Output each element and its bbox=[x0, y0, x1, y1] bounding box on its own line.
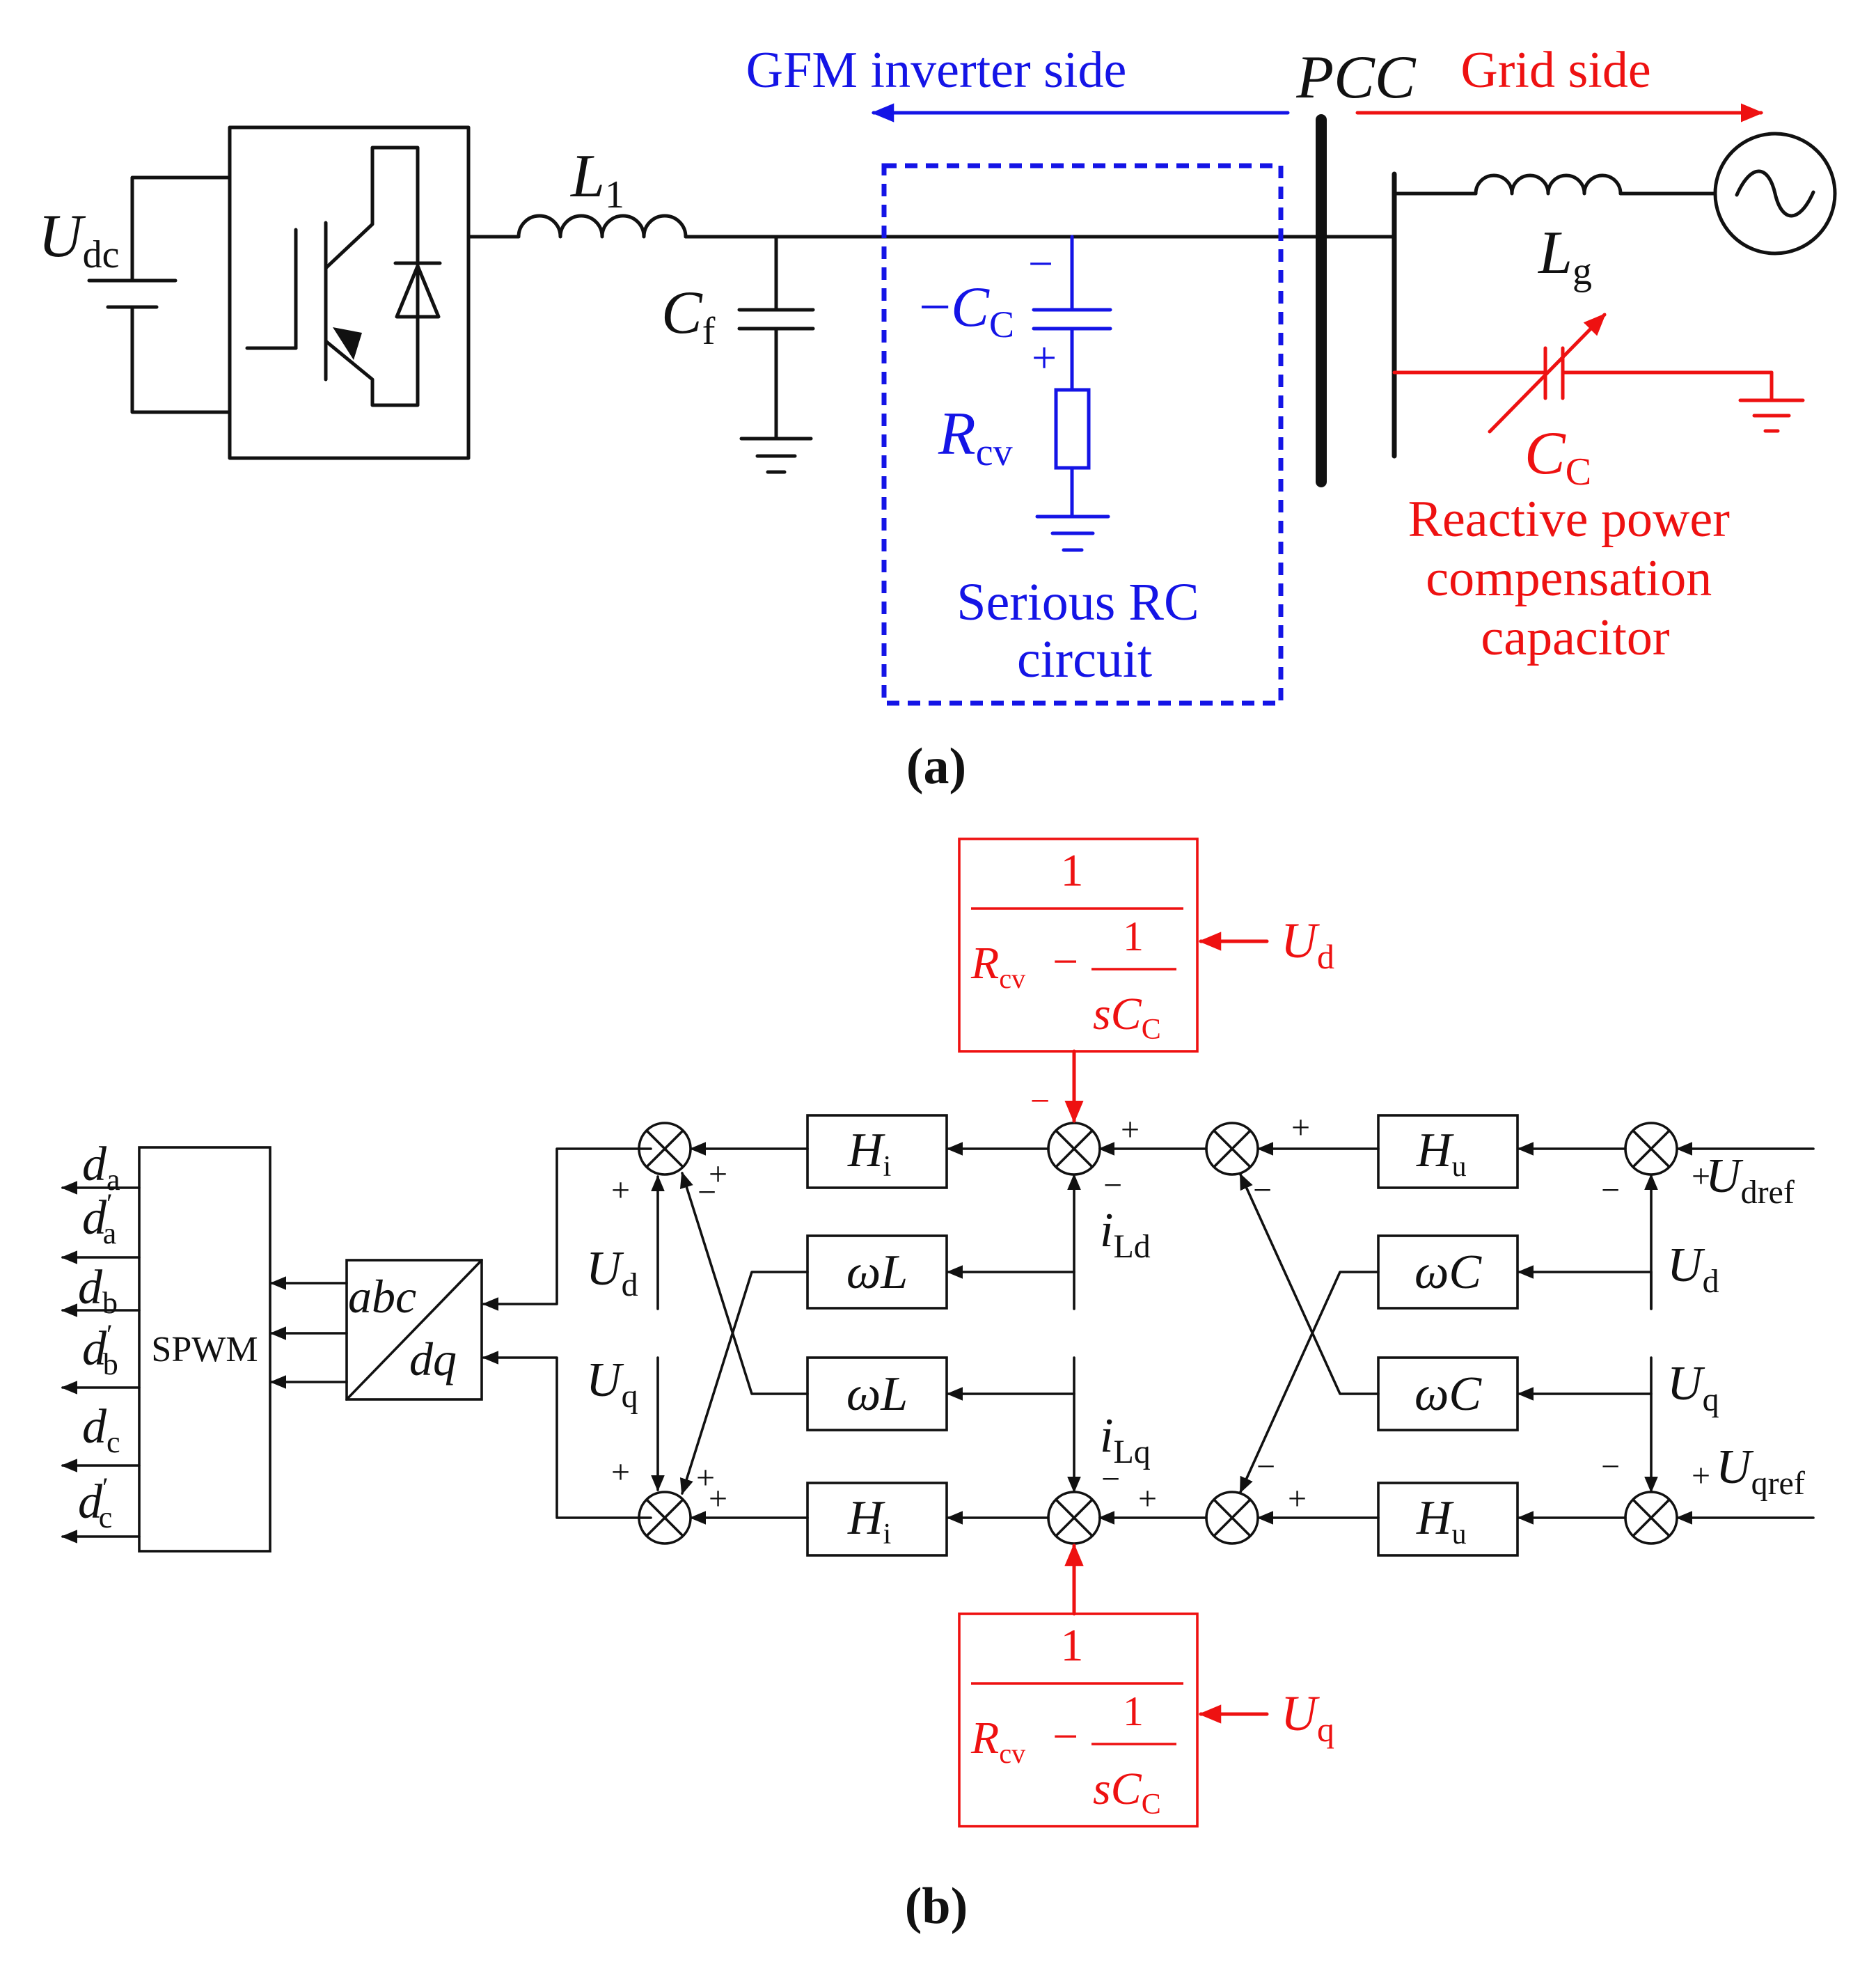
svg-text:1: 1 bbox=[1123, 1688, 1144, 1734]
duty-output-arrows bbox=[61, 1181, 141, 1544]
hu-q-label: Hu bbox=[1416, 1491, 1467, 1550]
signal-wires bbox=[651, 1142, 1815, 1525]
neg-cc-label: −CC bbox=[919, 275, 1014, 345]
l1-inductor bbox=[517, 214, 688, 239]
cf-capacitor bbox=[737, 235, 815, 474]
hu-block-d bbox=[1377, 1114, 1519, 1189]
rc-minus-sign: − bbox=[1028, 239, 1053, 288]
svg-text:+: + bbox=[1692, 1457, 1710, 1494]
svg-text:sCC: sCC bbox=[1093, 989, 1161, 1046]
wc-d-label: ωC bbox=[1414, 1246, 1482, 1299]
rc-circuit-label: Serious RC circuit bbox=[956, 573, 1212, 689]
caption-b: (b) bbox=[905, 1878, 968, 1935]
cf-label: Cf bbox=[661, 279, 716, 353]
rcv-label: Rcv bbox=[938, 400, 1013, 474]
wl-d-label: ωL bbox=[846, 1246, 908, 1299]
svg-text:−: − bbox=[1053, 1711, 1078, 1762]
svg-text:+: + bbox=[696, 1459, 715, 1496]
gfm-inverter-side-label: GFM inverter side bbox=[746, 42, 1127, 99]
svg-text:−: − bbox=[1101, 1461, 1120, 1498]
ud-red-label: Ud bbox=[1281, 913, 1334, 976]
caption-a: (a) bbox=[906, 738, 966, 795]
udref-label: Udref bbox=[1705, 1149, 1795, 1211]
svg-text:1: 1 bbox=[1123, 913, 1144, 959]
ilq-label: iLq bbox=[1100, 1409, 1151, 1470]
ild-label: iLd bbox=[1100, 1204, 1151, 1265]
pcc-label: PCC bbox=[1295, 44, 1416, 111]
variable-arrow-icon bbox=[1488, 313, 1607, 434]
dc-source bbox=[87, 175, 232, 414]
dq-label: dq bbox=[409, 1333, 457, 1385]
control-diagram-b: SPWM da d′a db d′b dc d′c abc dq bbox=[61, 838, 1815, 1935]
abc-label: abc bbox=[348, 1270, 416, 1323]
ud-feedback-label: Ud bbox=[1667, 1239, 1719, 1300]
svg-text:−: − bbox=[1053, 936, 1078, 987]
lg-inductor bbox=[1474, 173, 1623, 196]
spwm-block bbox=[138, 1146, 271, 1553]
svg-text:Rcv: Rcv bbox=[970, 938, 1025, 994]
svg-text:+: + bbox=[709, 1480, 727, 1517]
grid-side-label: Grid side bbox=[1460, 42, 1650, 99]
sum-sign-labels: + − + − + − + + − + − + − + − + + + bbox=[611, 1109, 1710, 1517]
spwm-label: SPWM bbox=[151, 1330, 258, 1369]
wc-q-label: ωC bbox=[1414, 1367, 1482, 1421]
l1-label: L1 bbox=[569, 143, 624, 217]
wc-block-d bbox=[1377, 1234, 1519, 1310]
cc-label: CC bbox=[1524, 420, 1591, 494]
virtual-rc-tf-q: 1 Rcv − 1 sCC bbox=[958, 1612, 1199, 1828]
circuit-diagram-a: GFM inverter side PCC Grid side Udc bbox=[38, 42, 1837, 795]
duty-da-label: da bbox=[82, 1138, 120, 1197]
rc-branch bbox=[1032, 235, 1112, 552]
svg-text:+: + bbox=[1288, 1480, 1307, 1517]
compensation-capacitor-label: Reactive power compensation capacitor bbox=[1408, 491, 1743, 666]
lg-label: Lg bbox=[1537, 219, 1592, 293]
hi-block-d bbox=[806, 1114, 948, 1189]
sum-junctions bbox=[638, 1122, 1678, 1545]
svg-text:+: + bbox=[1121, 1111, 1140, 1148]
compensation-capacitor bbox=[1392, 313, 1805, 434]
igbt-emitter-arrow-icon bbox=[333, 327, 362, 360]
duty-da-prime-label: d′a bbox=[82, 1188, 116, 1250]
svg-text:+: + bbox=[1138, 1480, 1157, 1517]
svg-text:+: + bbox=[611, 1172, 630, 1209]
svg-text:−: − bbox=[1256, 1448, 1275, 1485]
tf-d-minus-sign: − bbox=[1030, 1081, 1050, 1120]
abc-dq-to-spwm-arrows bbox=[269, 1276, 348, 1389]
duty-dc-prime-label: d′c bbox=[78, 1472, 112, 1534]
duty-db-prime-label: d′b bbox=[82, 1319, 118, 1381]
svg-text:−: − bbox=[1253, 1172, 1272, 1209]
uq-feedback-label: Uq bbox=[1667, 1357, 1719, 1418]
wl-block-d bbox=[806, 1234, 948, 1310]
svg-text:−: − bbox=[697, 1174, 716, 1211]
hi-block-q bbox=[806, 1482, 948, 1557]
hu-d-label: Hu bbox=[1416, 1124, 1467, 1183]
hi-q-label: Hi bbox=[847, 1491, 891, 1550]
svg-text:−: − bbox=[1103, 1167, 1122, 1204]
hu-block-q bbox=[1377, 1482, 1519, 1557]
hi-d-label: Hi bbox=[847, 1124, 891, 1183]
uq-feedforward-label: Uq bbox=[586, 1353, 638, 1415]
duty-dc-label: dc bbox=[82, 1400, 120, 1459]
svg-text:+: + bbox=[709, 1156, 727, 1193]
ud-feedforward-label: Ud bbox=[586, 1242, 638, 1303]
grid-ac-source-icon bbox=[1713, 132, 1837, 256]
svg-text:+: + bbox=[1291, 1109, 1310, 1146]
duty-db-label: db bbox=[78, 1261, 118, 1320]
virtual-rc-tf-d: 1 Rcv − 1 sCC bbox=[958, 838, 1199, 1053]
svg-text:−: − bbox=[1601, 1172, 1620, 1209]
svg-text:sCC: sCC bbox=[1093, 1764, 1161, 1821]
udc-label: Udc bbox=[38, 203, 119, 276]
svg-text:1: 1 bbox=[1061, 1620, 1084, 1671]
rc-plus-sign: + bbox=[1032, 333, 1057, 382]
svg-text:+: + bbox=[1692, 1158, 1710, 1195]
rc-circuit-box bbox=[881, 163, 1284, 706]
svg-text:+: + bbox=[611, 1454, 630, 1491]
uqref-label: Uqref bbox=[1716, 1440, 1805, 1502]
svg-text:Rcv: Rcv bbox=[970, 1713, 1025, 1769]
wl-q-label: ωL bbox=[846, 1367, 908, 1421]
svg-text:−: − bbox=[1601, 1448, 1620, 1485]
inverter-bridge bbox=[228, 125, 471, 460]
uq-red-label: Uq bbox=[1281, 1686, 1334, 1749]
svg-text:1: 1 bbox=[1061, 845, 1084, 896]
